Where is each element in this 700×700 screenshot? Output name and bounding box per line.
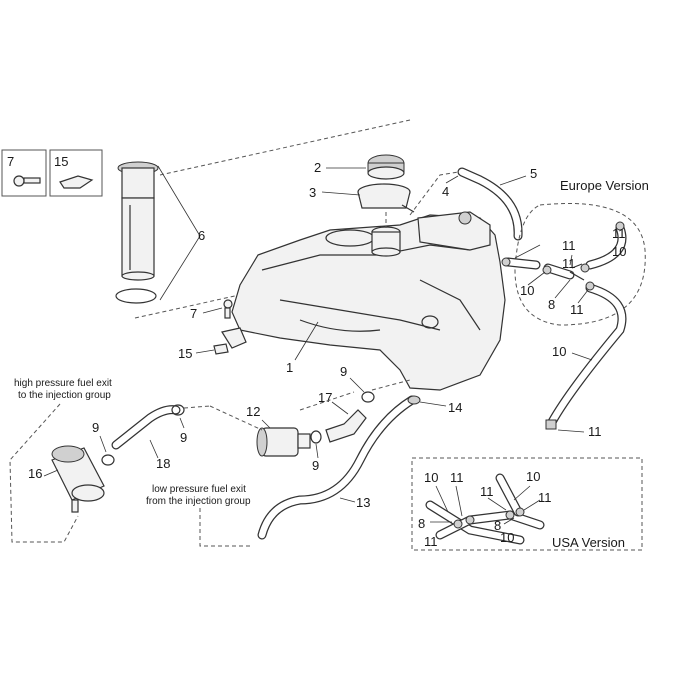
clamp-9-lower-part [310,430,322,444]
fuel-cap-part [367,154,405,180]
label-15: 15 [178,346,192,361]
inset-box-7: 7 [1,149,47,197]
clamp-14-part [407,395,421,405]
caption-low-pressure-1: low pressure fuel exit [152,484,246,495]
label-9-upper: 9 [340,364,347,379]
fuel-filter-part [51,445,105,513]
label-10-usa-a: 10 [424,470,438,485]
label-12: 12 [246,404,260,419]
label-14: 14 [448,400,462,415]
label-18: 18 [156,456,170,471]
label-11-eu-b: 11 [562,238,576,253]
label-11-usa-b: 11 [480,484,494,499]
caption-low-pressure-2: from the injection group [146,496,251,507]
caption-high-pressure-2: to the injection group [18,390,111,401]
label-15-inset: 15 [54,154,68,169]
label-10-eu-a: 10 [612,244,626,259]
label-2: 2 [314,160,321,175]
fuel-pump-part [115,161,159,304]
label-11-usa-c: 11 [538,490,552,505]
label-8-eu: 8 [548,297,555,312]
pressure-regulator-part [256,427,311,457]
label-11-long-hose: 11 [588,424,602,439]
clamp-9-upper-part [361,391,375,403]
inset-box-15: 15 [49,149,103,197]
label-8-usa-b: 8 [494,518,501,533]
label-11-eu-c: 11 [562,256,576,271]
elbow-17-part [325,409,367,443]
label-5: 5 [530,166,537,181]
usa-version-label: USA Version [552,535,625,550]
caption-high-pressure-1: high pressure fuel exit [14,378,112,389]
label-3: 3 [309,185,316,200]
screw-7-part [223,299,233,319]
label-13: 13 [356,495,370,510]
europe-hose-assembly [501,221,627,430]
label-1: 1 [286,360,293,375]
label-8-usa-a: 8 [418,516,425,531]
label-4: 4 [442,184,449,199]
label-6: 6 [198,228,205,243]
usa-hose-assembly [425,473,545,545]
label-11-usa-a: 11 [450,470,464,485]
label-10-usa-b: 10 [526,469,540,484]
label-9-hose: 9 [180,430,187,445]
label-11-eu-d: 11 [570,302,584,317]
usa-version-box [411,457,643,551]
label-11-usa-d: 11 [424,534,438,549]
label-9-lower: 9 [312,458,319,473]
label-16: 16 [28,466,42,481]
label-11-eu-a: 11 [612,226,626,241]
label-7: 7 [190,306,197,321]
fuel-tank-part [221,211,506,391]
label-10-eu-b: 10 [520,283,534,298]
label-10-usa-c: 10 [500,530,514,545]
clamp-9-hose-part [171,404,185,416]
clip-15-part [213,343,229,355]
label-7-inset: 7 [7,154,14,169]
label-17: 17 [318,390,332,405]
europe-version-label: Europe Version [560,178,649,193]
label-9-filter: 9 [92,420,99,435]
label-10-long-hose: 10 [552,344,566,359]
clamp-9-filter-part [101,454,115,466]
filler-neck-part [357,183,415,257]
